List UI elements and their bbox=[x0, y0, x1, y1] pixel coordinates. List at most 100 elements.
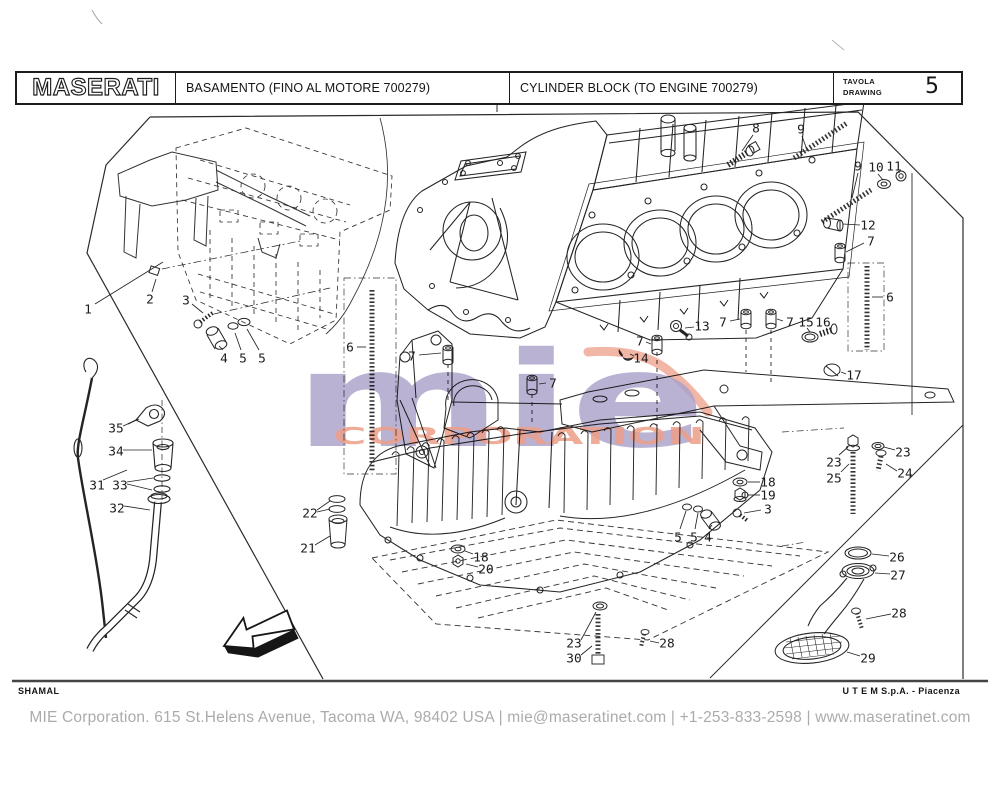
part-34 bbox=[152, 438, 174, 473]
callout-22: 22 bbox=[302, 507, 317, 522]
callout-7: 7 bbox=[549, 377, 557, 392]
dipstick-bulge bbox=[73, 438, 83, 458]
fasteners-art bbox=[343, 120, 887, 665]
leader-line bbox=[885, 463, 898, 472]
callout-20: 20 bbox=[478, 563, 493, 578]
callout-10: 10 bbox=[868, 161, 883, 176]
contact-line: MIE Corporation. 615 St.Helens Avenue, T… bbox=[29, 709, 971, 726]
ring-5c bbox=[682, 503, 692, 511]
callout-17: 17 bbox=[846, 369, 861, 384]
title-english: CYLINDER BLOCK (TO ENGINE 700279) bbox=[510, 73, 834, 103]
callout-15: 15 bbox=[798, 316, 813, 331]
scan-mark bbox=[831, 39, 845, 51]
callout-7: 7 bbox=[719, 316, 727, 331]
leader-line bbox=[629, 353, 635, 357]
bolt-30-head bbox=[591, 654, 605, 665]
leader-line bbox=[191, 303, 204, 314]
callout-27: 27 bbox=[890, 569, 905, 584]
dipstick-art bbox=[73, 357, 174, 652]
washer-23b bbox=[871, 442, 885, 450]
pickup-tube bbox=[807, 577, 865, 635]
left-tower bbox=[396, 330, 453, 469]
part-35 bbox=[127, 404, 166, 427]
callout-11: 11 bbox=[886, 160, 901, 175]
arrow-body bbox=[222, 609, 296, 650]
head-stud-9a bbox=[792, 120, 849, 161]
oil-pickup-art bbox=[774, 546, 877, 664]
small-parts-art bbox=[148, 140, 907, 611]
callout-23: 23 bbox=[895, 446, 910, 461]
title-block: MASERATI BASAMENTO (FINO AL MOTORE 70027… bbox=[15, 71, 963, 105]
nut-23a bbox=[847, 434, 859, 448]
ring-22a bbox=[328, 495, 346, 503]
callout-6: 6 bbox=[886, 291, 894, 306]
leader-line bbox=[741, 134, 754, 152]
part-15 bbox=[801, 331, 819, 343]
front-volute bbox=[442, 201, 502, 261]
bolt-24 bbox=[875, 455, 884, 472]
leader-line bbox=[851, 172, 859, 199]
callout-19: 19 bbox=[760, 489, 775, 504]
windage-plate bbox=[559, 369, 955, 433]
callout-13: 13 bbox=[694, 320, 709, 335]
leader-line bbox=[825, 327, 829, 331]
leader-line bbox=[314, 535, 331, 546]
callout-9: 9 bbox=[797, 123, 805, 138]
publisher: U T E M S.p.A. - Piacenza bbox=[842, 686, 960, 696]
part-3b bbox=[732, 508, 750, 523]
leader-line bbox=[234, 332, 242, 351]
strainer-29 bbox=[774, 632, 850, 664]
bolt-28b bbox=[855, 612, 864, 630]
leader-line bbox=[418, 352, 442, 356]
callout-30: 30 bbox=[566, 652, 581, 667]
tavola-label: TAVOLA bbox=[843, 77, 876, 86]
leader-line bbox=[801, 135, 808, 151]
ring-5d bbox=[693, 505, 703, 513]
callout-8: 8 bbox=[752, 122, 760, 137]
washer-23c bbox=[592, 601, 608, 611]
callout-4: 4 bbox=[704, 531, 712, 546]
callout-32: 32 bbox=[109, 502, 124, 517]
leader-line bbox=[580, 611, 597, 641]
direction-arrow bbox=[222, 609, 299, 658]
part-2 bbox=[148, 240, 301, 276]
callout-1: 1 bbox=[84, 303, 92, 318]
pan-fins-left bbox=[389, 426, 506, 535]
leader-line bbox=[743, 509, 762, 514]
nut-11 bbox=[895, 170, 907, 182]
callout-3: 3 bbox=[764, 503, 772, 518]
part-3a bbox=[193, 287, 331, 329]
head-stud-9b bbox=[820, 187, 873, 225]
watermark-swoosh bbox=[583, 346, 713, 417]
inner-diagonal-line bbox=[709, 424, 964, 679]
leader-line bbox=[684, 326, 695, 329]
scan-mark bbox=[91, 9, 103, 25]
leader-line bbox=[776, 318, 784, 322]
leader-line bbox=[865, 613, 892, 620]
leader-line bbox=[122, 418, 140, 427]
leader-line bbox=[538, 382, 547, 385]
head-bolt-holes bbox=[571, 156, 816, 294]
leader-line bbox=[871, 553, 890, 557]
part-4a bbox=[205, 326, 228, 350]
bearing-arch bbox=[445, 379, 499, 409]
callout-3: 3 bbox=[182, 294, 190, 309]
leader-line bbox=[102, 469, 128, 481]
callout-4: 4 bbox=[220, 352, 228, 367]
part-16 bbox=[819, 323, 838, 337]
pan-fins-right bbox=[557, 416, 750, 520]
dipstick-tube-inner bbox=[87, 501, 161, 652]
callout-18: 18 bbox=[473, 551, 488, 566]
title-italian: BASAMENTO (FINO AL MOTORE 700279) bbox=[176, 73, 510, 103]
leader-line bbox=[895, 171, 901, 174]
callout-12: 12 bbox=[860, 219, 875, 234]
ghost-enclosure-arc bbox=[325, 117, 388, 335]
leader-line bbox=[465, 563, 479, 568]
callout-24: 24 bbox=[897, 467, 913, 482]
leader-line bbox=[645, 341, 652, 345]
right-arm bbox=[699, 405, 763, 471]
leader-line bbox=[316, 508, 331, 513]
callout-25: 25 bbox=[826, 472, 841, 487]
